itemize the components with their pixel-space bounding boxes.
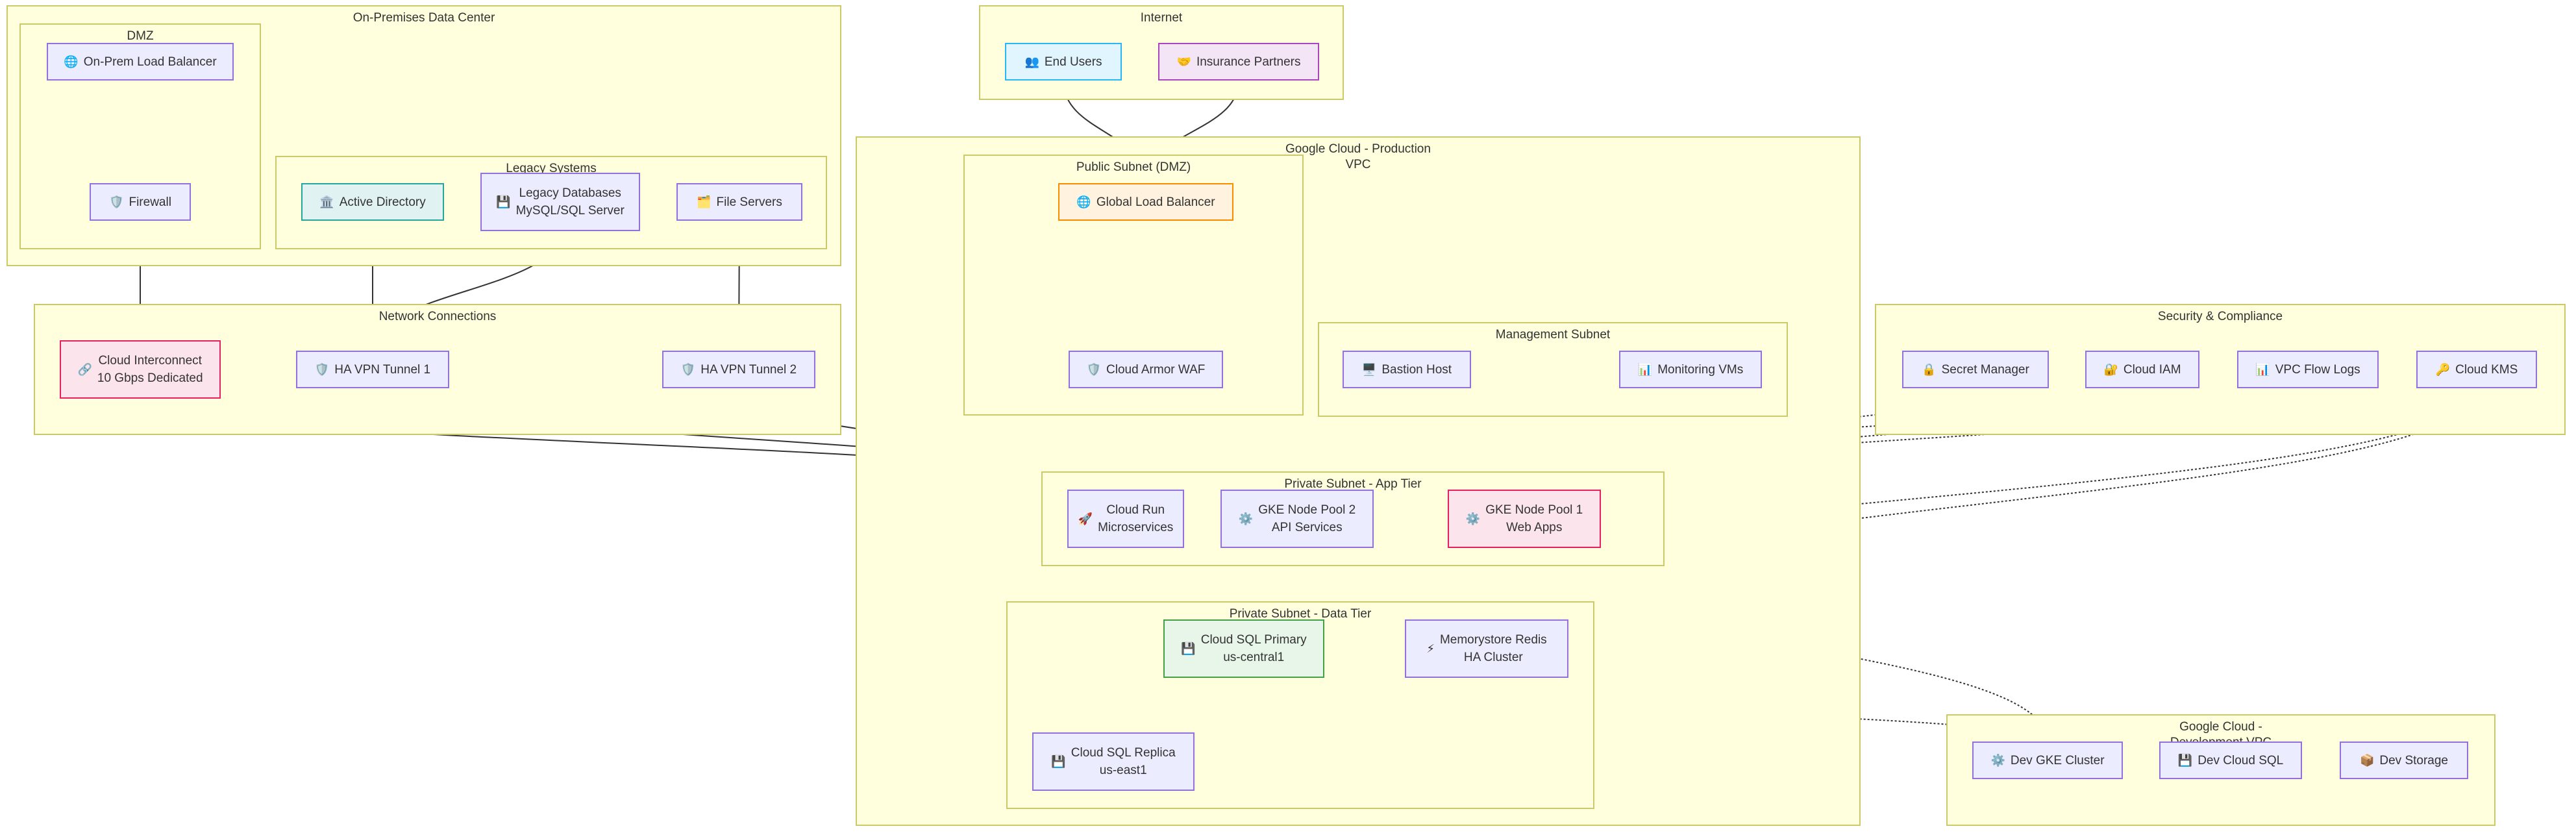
ha-vpn-tunnel-1-node[interactable]: 🛡️ HA VPN Tunnel 1 xyxy=(296,351,449,388)
node-label: Memorystore Redis HA Cluster xyxy=(1439,633,1547,664)
globe-icon: 🌐 xyxy=(1076,195,1091,208)
cloud-kms-node[interactable]: 🔑 Cloud KMS xyxy=(2416,351,2537,388)
node-label: Secret Manager xyxy=(1941,362,2029,377)
node-label: Monitoring VMs xyxy=(1657,362,1744,377)
node-label: Cloud Run Microservices xyxy=(1098,503,1174,534)
cluster-title: Internet xyxy=(1140,11,1183,25)
gke-node-pool-1-node[interactable]: ⚙️ GKE Node Pool 1 Web Apps xyxy=(1448,490,1601,548)
bar-chart-icon: 📊 xyxy=(2255,363,2270,376)
node-label: Cloud KMS xyxy=(2455,362,2518,377)
gear-icon: ⚙️ xyxy=(1990,754,2005,767)
node-label: Dev GKE Cluster xyxy=(2010,753,2105,767)
node-label: Cloud Interconnect 10 Gbps Dedicated xyxy=(97,354,203,385)
node-label: GKE Node Pool 2 API Services xyxy=(1258,503,1356,534)
node-label: HA VPN Tunnel 2 xyxy=(700,362,797,377)
node-label: VPC Flow Logs xyxy=(2275,362,2360,377)
node-label: GKE Node Pool 1 Web Apps xyxy=(1485,503,1583,534)
card-index-dividers-icon: 🗂️ xyxy=(697,195,712,208)
lock-icon: 🔒 xyxy=(1922,363,1937,376)
floppy-disk-icon: 💾 xyxy=(2177,754,2193,767)
locked-with-key-icon: 🔐 xyxy=(2103,363,2118,376)
cluster-title: Private Subnet - App Tier xyxy=(1284,477,1422,491)
gear-icon: ⚙️ xyxy=(1238,512,1254,525)
monitoring-vms-node[interactable]: 📊 Monitoring VMs xyxy=(1619,351,1762,388)
node-label: Bastion Host xyxy=(1381,362,1452,377)
rocket-icon: 🚀 xyxy=(1078,512,1093,525)
users-icon: 👥 xyxy=(1024,55,1039,68)
node-label: Cloud SQL Replica us-east1 xyxy=(1071,746,1176,777)
cloud-armor-waf-node[interactable]: 🛡️ Cloud Armor WAF xyxy=(1069,351,1223,388)
lightning-icon: ⚡ xyxy=(1426,642,1435,655)
cluster-title: Google Cloud - Production VPC xyxy=(1285,142,1431,171)
node-label: Global Load Balancer xyxy=(1096,195,1215,209)
global-load-balancer-node[interactable]: 🌐 Global Load Balancer xyxy=(1058,183,1233,221)
end-users-node[interactable]: 👥 End Users xyxy=(1005,43,1122,81)
cloud-interconnect-node[interactable]: 🔗 Cloud Interconnect 10 Gbps Dedicated xyxy=(60,340,221,399)
bastion-host-node[interactable]: 🖥️ Bastion Host xyxy=(1343,351,1471,388)
cloud-sql-primary-node[interactable]: 💾 Cloud SQL Primary us-central1 xyxy=(1163,619,1324,678)
globe-icon: 🌐 xyxy=(64,55,79,68)
cluster-title: DMZ xyxy=(127,29,154,43)
floppy-disk-icon: 💾 xyxy=(1181,642,1196,655)
node-label: Active Directory xyxy=(339,195,426,209)
node-label: On-Prem Load Balancer xyxy=(83,55,217,69)
node-label: Cloud Armor WAF xyxy=(1106,362,1206,377)
link-icon: 🔗 xyxy=(77,363,92,376)
secret-manager-node[interactable]: 🔒 Secret Manager xyxy=(1902,351,2049,388)
cloud-run-node[interactable]: 🚀 Cloud Run Microservices xyxy=(1067,490,1184,548)
firewall-node[interactable]: 🛡️ Firewall xyxy=(90,183,191,221)
insurance-partners-node[interactable]: 🤝 Insurance Partners xyxy=(1158,43,1319,81)
cluster-title: Management Subnet xyxy=(1495,328,1611,342)
active-directory-node[interactable]: 🏛️ Active Directory xyxy=(301,183,444,221)
cluster-title: Public Subnet (DMZ) xyxy=(1076,160,1191,174)
node-label: HA VPN Tunnel 1 xyxy=(334,362,431,377)
node-label: Cloud IAM xyxy=(2123,362,2181,377)
floppy-disk-icon: 💾 xyxy=(1051,755,1066,768)
gke-node-pool-2-node[interactable]: ⚙️ GKE Node Pool 2 API Services xyxy=(1220,490,1374,548)
dev-gke-cluster-node[interactable]: ⚙️ Dev GKE Cluster xyxy=(1972,742,2123,779)
node-label: Insurance Partners xyxy=(1196,55,1301,69)
classical-building-icon: 🏛️ xyxy=(319,195,334,208)
shield-icon: 🛡️ xyxy=(680,363,696,376)
dev-storage-node[interactable]: 📦 Dev Storage xyxy=(2340,742,2468,779)
cloud-iam-node[interactable]: 🔐 Cloud IAM xyxy=(2085,351,2199,388)
node-label: Dev Cloud SQL xyxy=(2198,753,2284,767)
node-label: Dev Storage xyxy=(2379,753,2449,767)
shield-icon: 🛡️ xyxy=(314,363,330,376)
legacy-databases-node[interactable]: 💾 Legacy Databases MySQL/SQL Server xyxy=(480,173,640,231)
bar-chart-icon: 📊 xyxy=(1637,363,1653,376)
ha-vpn-tunnel-2-node[interactable]: 🛡️ HA VPN Tunnel 2 xyxy=(662,351,815,388)
vpc-flow-logs-node[interactable]: 📊 VPC Flow Logs xyxy=(2237,351,2379,388)
node-label: Legacy Databases MySQL/SQL Server xyxy=(515,186,625,218)
key-icon: 🔑 xyxy=(2435,363,2451,376)
node-label: File Servers xyxy=(716,195,782,209)
package-icon: 📦 xyxy=(2359,754,2375,767)
cloud-sql-replica-node[interactable]: 💾 Cloud SQL Replica us-east1 xyxy=(1032,732,1195,791)
dev-cloud-sql-node[interactable]: 💾 Dev Cloud SQL xyxy=(2159,742,2302,779)
handshake-icon: 🤝 xyxy=(1176,55,1191,68)
cluster-title: Private Subnet - Data Tier xyxy=(1229,607,1372,621)
node-label: Firewall xyxy=(129,195,171,209)
gear-icon: ⚙️ xyxy=(1465,512,1481,525)
onprem-load-balancer-node[interactable]: 🌐 On-Prem Load Balancer xyxy=(47,43,234,81)
floppy-disk-icon: 💾 xyxy=(496,195,511,208)
cluster-title: On-Premises Data Center xyxy=(353,11,495,25)
node-label: End Users xyxy=(1044,55,1102,69)
memorystore-redis-node[interactable]: ⚡ Memorystore Redis HA Cluster xyxy=(1405,619,1568,678)
file-servers-node[interactable]: 🗂️ File Servers xyxy=(676,183,802,221)
cluster-title: Legacy Systems xyxy=(506,162,597,175)
node-label: Cloud SQL Primary us-central1 xyxy=(1200,633,1307,664)
cluster-title: Security & Compliance xyxy=(2157,310,2283,323)
shield-icon: 🛡️ xyxy=(1086,363,1102,376)
cluster-title: Network Connections xyxy=(378,310,497,323)
shield-icon: 🛡️ xyxy=(109,195,124,208)
desktop-computer-icon: 🖥️ xyxy=(1361,363,1377,376)
